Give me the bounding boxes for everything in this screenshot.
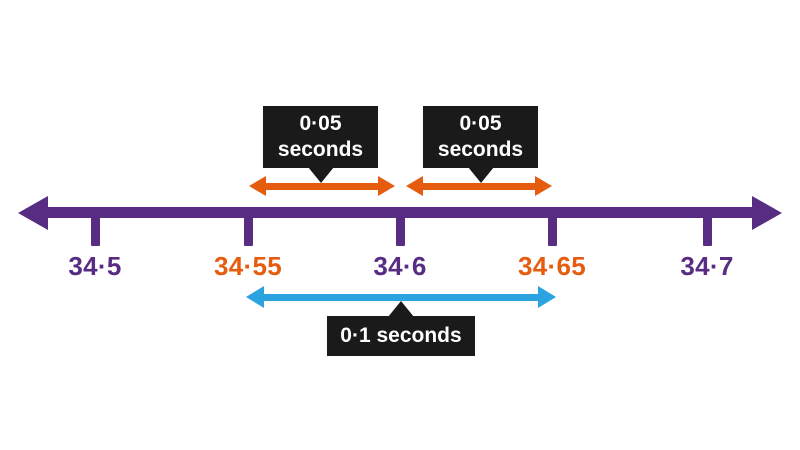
callout-pointer-down-icon (307, 167, 334, 183)
callout-interval-total-label: 0·1 seconds (340, 323, 462, 347)
callout-pointer-down-icon (467, 167, 494, 183)
tick-34-65 (548, 211, 557, 246)
tick-label-34-5: 34·5 (68, 251, 122, 281)
callout-interval-left-unit: seconds (277, 138, 364, 161)
tick-label-34-7: 34·7 (680, 251, 734, 281)
callout-pointer-up-icon (388, 301, 414, 317)
tick-label-34-55: 34·55 (214, 251, 282, 281)
callout-interval-left-value: 0·05 (299, 111, 342, 135)
blue-arrow-right-head-icon (538, 286, 556, 308)
callout-interval-right-value: 0·05 (459, 111, 502, 135)
orange-interval-arrow-left (263, 183, 381, 190)
tick-34-5 (91, 211, 100, 246)
callout-interval-total: 0·1 seconds (327, 301, 475, 356)
orange-arrow-left-head-icon (406, 176, 423, 196)
orange-interval-arrow-right (420, 183, 538, 190)
callout-interval-right-unit: seconds (437, 138, 524, 161)
orange-arrow-right-head-icon (535, 176, 552, 196)
callout-interval-right: 0·05 seconds (423, 106, 538, 183)
tick-label-34-65: 34·65 (518, 251, 586, 281)
tick-label-34-6: 34·6 (373, 251, 427, 281)
orange-arrow-right-head-icon (378, 176, 395, 196)
blue-interval-arrow (262, 294, 542, 301)
blue-arrow-left-head-icon (246, 286, 264, 308)
orange-arrow-left-head-icon (249, 176, 266, 196)
tick-34-6 (396, 211, 405, 246)
number-line-left-arrowhead-icon (18, 196, 48, 230)
tick-34-55 (244, 211, 253, 246)
callout-interval-left: 0·05 seconds (263, 106, 378, 183)
number-line-right-arrowhead-icon (752, 196, 782, 230)
tick-34-7 (703, 211, 712, 246)
